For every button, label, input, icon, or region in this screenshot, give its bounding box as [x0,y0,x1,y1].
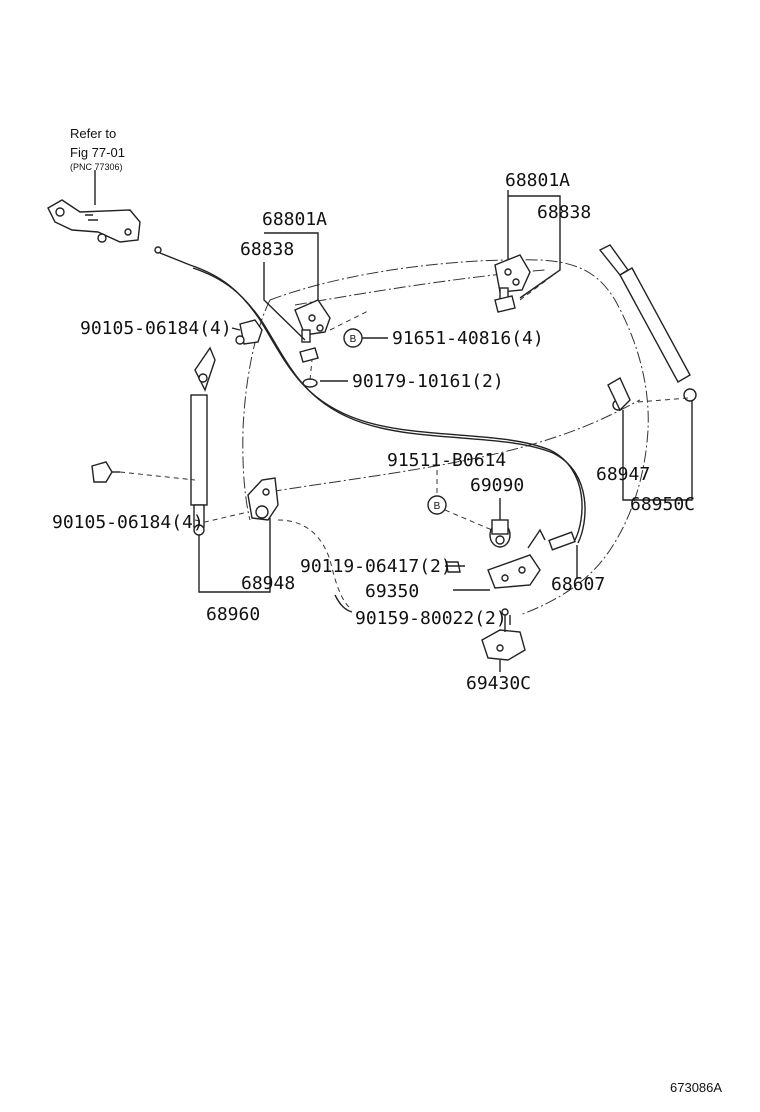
right-hinge [494,254,531,313]
label-90159: 90159-80022(2) [355,608,507,629]
refer-line1: Refer to [70,126,116,141]
label-90119: 90119-06417(2) [300,556,452,577]
right-stay-damper [598,244,697,412]
leader-lines [119,190,693,672]
bolt-90105-top [235,319,263,345]
marker-b1-text: B [350,334,357,345]
refer-line3: (PNC 77306) [70,162,123,172]
left-lower-bracket [247,477,279,521]
label-68950c: 68950C [630,494,695,515]
left-hinge [294,299,331,388]
label-68960: 68960 [206,604,260,625]
screw-90119 [445,561,461,573]
lock-cylinder [489,519,511,548]
back-door-inner-line [249,399,641,496]
marker-b2-text: B [434,501,441,512]
label-68947: 68947 [596,464,650,485]
bolt-90105-bottom [91,461,120,483]
label-91651: 91651-40816(4) [392,328,544,349]
label-68801a-left: 68801A [262,209,327,230]
release-cable [154,246,586,551]
label-68838-right: 68838 [537,202,591,223]
refer-line2: Fig 77-01 [70,145,125,160]
label-69090: 69090 [470,475,524,496]
back-door-lock [487,528,546,589]
label-90105-bottom: 90105-06184(4) [52,512,204,533]
striker [481,608,526,661]
label-69430c: 69430C [466,673,531,694]
label-68838-left: 68838 [240,239,294,260]
label-91511: 91511-B0614 [387,450,506,471]
label-68801a-right: 68801A [505,170,570,191]
label-69350: 69350 [365,581,419,602]
marker-b-91651: B [343,328,363,348]
marker-b-91511: B [427,495,447,515]
diagram-code: 673086A [670,1080,722,1095]
label-68948: 68948 [241,573,295,594]
label-90105-top: 90105-06184(4) [80,318,232,339]
left-stay-damper [190,346,216,536]
label-68607: 68607 [551,574,605,595]
label-90179: 90179-10161(2) [352,371,504,392]
latch-reference-part [47,199,141,243]
